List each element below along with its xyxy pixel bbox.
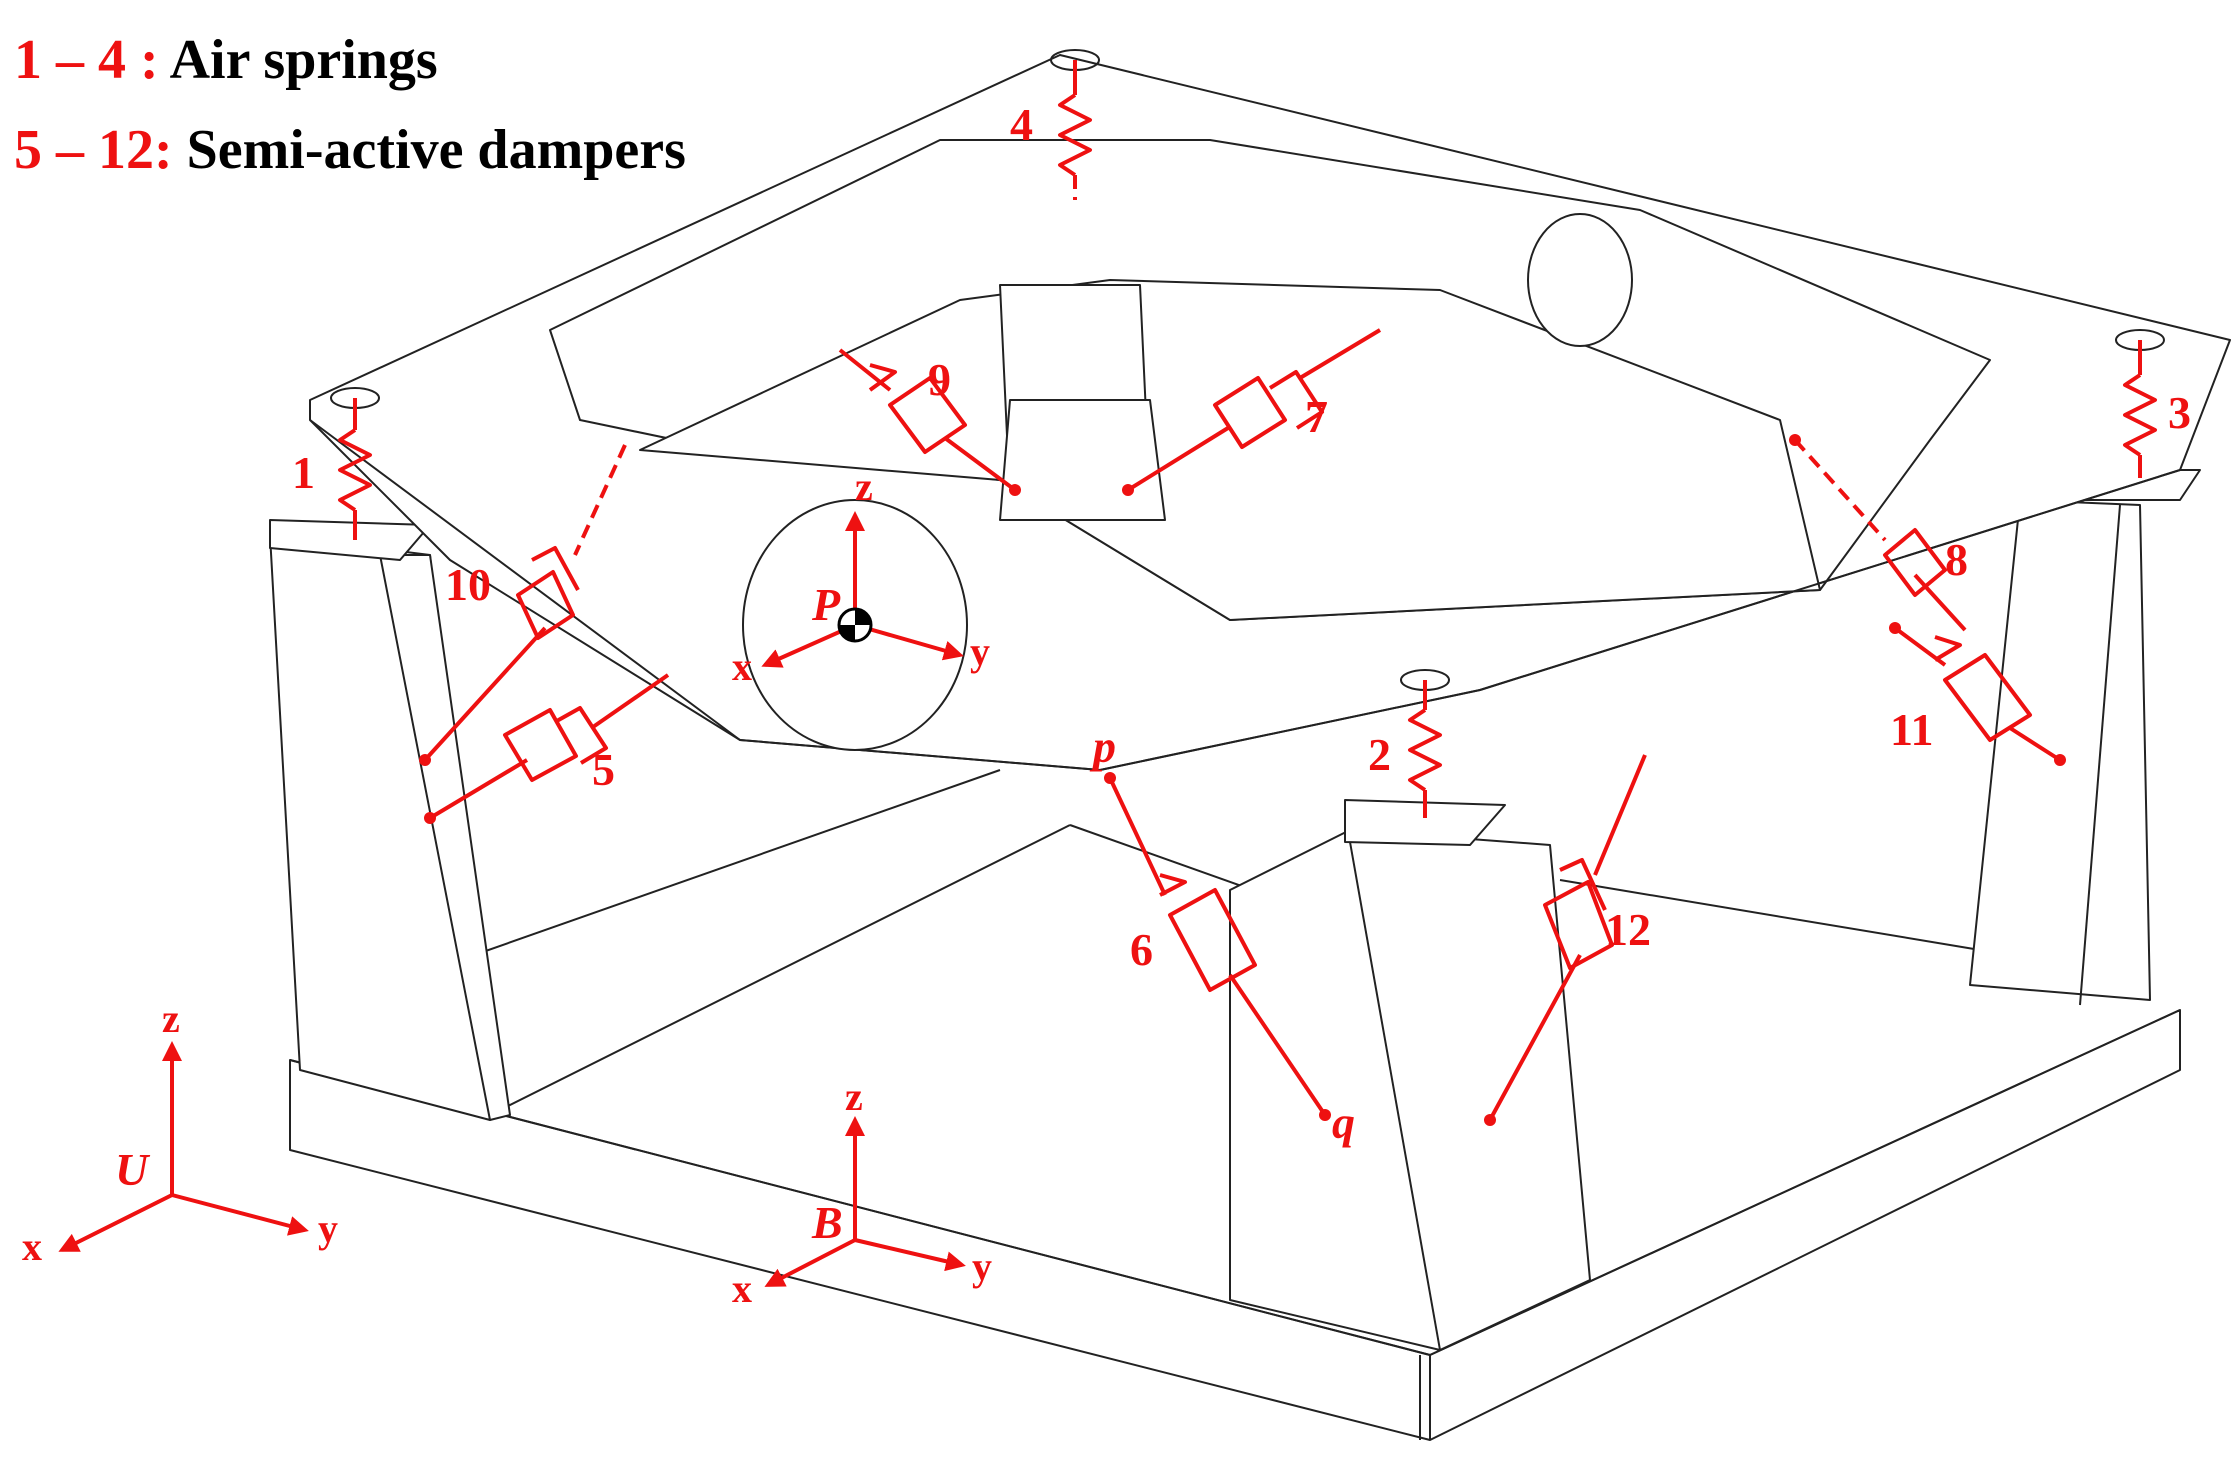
frame-b-origin: B bbox=[811, 1197, 843, 1248]
legend-dampers: 5 – 12: Semi-active dampers bbox=[14, 118, 686, 182]
legend-air-springs-key: 1 – 4 : bbox=[14, 29, 159, 91]
damper-label-6: 6 bbox=[1130, 924, 1153, 975]
spring-label-1: 1 bbox=[292, 447, 315, 498]
damper-label-5: 5 bbox=[592, 744, 615, 795]
frame-b bbox=[764, 1116, 966, 1287]
frame-p-x: x bbox=[732, 644, 752, 689]
damper-12 bbox=[1484, 754, 1647, 1126]
frame-p-y: y bbox=[970, 629, 990, 674]
frame-b-z: z bbox=[845, 1074, 863, 1119]
damper-label-12: 12 bbox=[1605, 904, 1651, 955]
frame-u-y: y bbox=[318, 1206, 338, 1251]
legend-dampers-key: 5 – 12: bbox=[14, 119, 173, 181]
damper-label-7: 7 bbox=[1305, 391, 1328, 442]
damper-label-8: 8 bbox=[1945, 534, 1968, 585]
air-spring-2 bbox=[1400, 669, 1450, 818]
spring-label-2: 2 bbox=[1368, 729, 1391, 780]
legend-air-springs-desc: Air springs bbox=[169, 29, 438, 91]
frame-u bbox=[58, 1041, 309, 1252]
spring-label-4: 4 bbox=[1010, 99, 1033, 150]
frame-p bbox=[761, 511, 964, 668]
damper-label-9: 9 bbox=[928, 354, 951, 405]
air-spring-4 bbox=[1050, 49, 1100, 200]
air-spring-1 bbox=[330, 387, 380, 540]
pillar-front bbox=[1229, 799, 1591, 1351]
damper-7 bbox=[1122, 328, 1382, 496]
frame-p-origin: P bbox=[811, 579, 841, 630]
damper-label-10: 10 bbox=[445, 559, 491, 610]
legend-dampers-desc: Semi-active dampers bbox=[186, 119, 686, 181]
damper-6 bbox=[1104, 772, 1331, 1121]
damper-label-11: 11 bbox=[1890, 704, 1933, 755]
frame-p-z: z bbox=[855, 464, 873, 509]
frame-b-x: x bbox=[732, 1266, 752, 1311]
point-p-label: p bbox=[1089, 721, 1116, 772]
legend-air-springs: 1 – 4 : Air springs bbox=[14, 28, 438, 92]
frame-u-z: z bbox=[162, 996, 180, 1041]
frame-b-y: y bbox=[972, 1244, 992, 1289]
damper-11 bbox=[1889, 622, 2066, 766]
frame-u-origin: U bbox=[115, 1144, 151, 1195]
air-spring-3 bbox=[2115, 329, 2165, 478]
damper-9 bbox=[838, 348, 1021, 496]
frame-u-x: x bbox=[22, 1224, 42, 1269]
spring-label-3: 3 bbox=[2168, 387, 2191, 438]
damper-8 bbox=[1789, 434, 1967, 632]
damper-10 bbox=[419, 444, 627, 766]
pillar-right bbox=[1969, 469, 2201, 1006]
pillar-left bbox=[269, 519, 511, 1121]
point-q-label: q bbox=[1332, 1097, 1355, 1148]
damper-5 bbox=[424, 673, 670, 824]
